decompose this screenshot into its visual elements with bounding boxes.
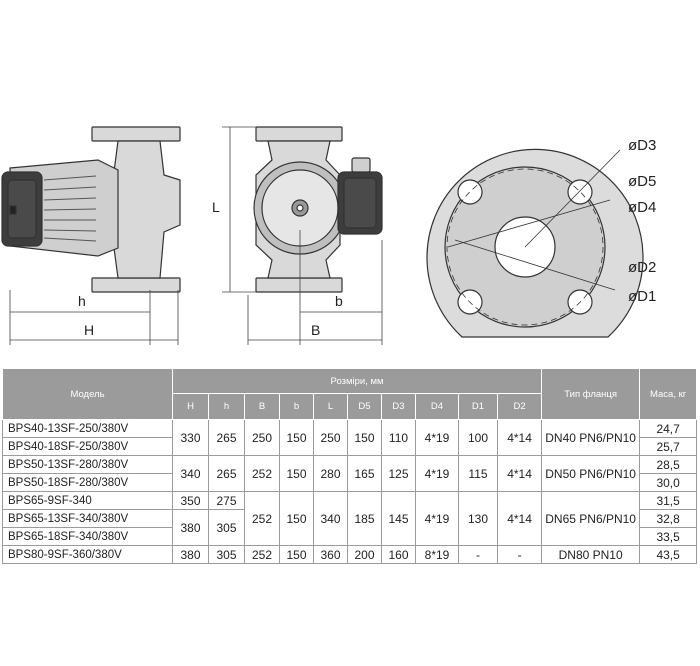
cell-H: 340 xyxy=(172,455,209,492)
cell-D3: 145 xyxy=(381,491,416,546)
cell-H: 330 xyxy=(172,419,209,456)
cell-D1: 115 xyxy=(458,455,498,492)
mass-cell: 25,7 xyxy=(639,437,698,456)
mass-cell: 30,0 xyxy=(639,473,698,492)
table-row: BPS50-18SF-280/380V 30,0 xyxy=(2,473,698,492)
label-d4: øD4 xyxy=(628,199,656,216)
cell-flange: DN50 PN6/PN10 xyxy=(541,455,641,492)
label-d2: øD2 xyxy=(628,259,656,276)
cell-H: 380 xyxy=(172,545,209,564)
cell-L: 280 xyxy=(313,455,348,492)
side-view xyxy=(1,126,181,293)
technical-drawing: h H L b B øD3 øD5 øD4 øD2 øD1 xyxy=(1,126,656,345)
cell-D2: 4*14 xyxy=(496,419,543,456)
header-model: Модель xyxy=(2,368,173,420)
table-row: BPS40-13SF-250/380V 330 265 250 150 250 … xyxy=(2,419,698,456)
header-col-h: h xyxy=(208,393,245,420)
cell-D2: 4*14 xyxy=(496,491,543,546)
header-dimensions: Розміри, мм xyxy=(171,368,543,394)
cell-D5: 165 xyxy=(347,455,382,492)
label-H: H xyxy=(84,322,94,338)
cell-B: 250 xyxy=(244,419,280,456)
cell-D3: 125 xyxy=(381,455,416,492)
model-cell: BPS40-13SF-250/380V xyxy=(2,419,173,438)
cell-D5: 150 xyxy=(347,419,382,456)
model-cell: BPS80-9SF-360/380V xyxy=(2,545,173,564)
model-cell: BPS40-18SF-250/380V xyxy=(2,437,173,456)
cell-flange: DN80 PN10 xyxy=(541,545,641,564)
cell-L: 250 xyxy=(313,419,348,456)
cell-h: 275 xyxy=(208,491,245,510)
cell-flange: DN40 PN6/PN10 xyxy=(541,419,641,456)
mass-cell: 43,5 xyxy=(639,545,698,564)
cell-L: 340 xyxy=(313,491,348,546)
cell-D5: 200 xyxy=(347,545,382,564)
header-col-D2: D2 xyxy=(496,393,543,420)
model-cell: BPS50-13SF-280/380V xyxy=(2,455,173,474)
mass-cell: 24,7 xyxy=(639,419,698,438)
header-mass: Маса, кг xyxy=(639,368,698,420)
header-col-L: L xyxy=(313,393,348,420)
label-d1: øD1 xyxy=(628,288,656,305)
cell-D4: 4*19 xyxy=(415,419,459,456)
cell-D4: 4*19 xyxy=(415,491,459,546)
header-col-B: B xyxy=(244,393,280,420)
table-row: BPS65-9SF-340 350 275 252 150 340 185 14… xyxy=(2,491,698,546)
cell-D3: 110 xyxy=(381,419,416,456)
cell-D1: 130 xyxy=(458,491,498,546)
header-col-H: H xyxy=(172,393,209,420)
cell-H: 350 xyxy=(172,491,209,510)
model-cell: BPS65-13SF-340/380V xyxy=(2,509,173,528)
spec-table: Модель Розміри, мм Тип фланця Маса, кг H… xyxy=(2,368,698,564)
cell-B: 252 xyxy=(244,455,280,492)
table-row: BPS65-13SF-340/380V 380 305 32,8 xyxy=(2,509,698,546)
cell-b: 150 xyxy=(279,455,314,492)
header-col-D4: D4 xyxy=(415,393,459,420)
cell-B: 252 xyxy=(244,545,280,564)
header-col-b: b xyxy=(279,393,314,420)
cell-h: 265 xyxy=(208,455,245,492)
table-row: BPS50-13SF-280/380V 340 265 252 150 280 … xyxy=(2,455,698,492)
label-B: B xyxy=(311,322,320,338)
mass-cell: 32,8 xyxy=(639,509,698,528)
header-col-D5: D5 xyxy=(347,393,382,420)
cell-b: 150 xyxy=(279,419,314,456)
cell-flange: DN65 PN6/PN10 xyxy=(541,491,641,546)
cell-h: 265 xyxy=(208,419,245,456)
cell-h: 305 xyxy=(208,545,245,564)
cell-D4: 4*19 xyxy=(415,455,459,492)
table-row: BPS40-18SF-250/380V 25,7 xyxy=(2,437,698,456)
cell-D1: 100 xyxy=(458,419,498,456)
flange-view xyxy=(426,148,644,338)
cell-D4: 8*19 xyxy=(415,545,459,564)
model-cell: BPS50-18SF-280/380V xyxy=(2,473,173,492)
cell-H: 380 xyxy=(172,509,209,546)
model-cell: BPS65-18SF-340/380V xyxy=(2,527,173,546)
mass-cell: 33,5 xyxy=(639,527,698,546)
cell-D1: - xyxy=(458,545,498,564)
header-col-D3: D3 xyxy=(381,393,416,420)
cell-B: 252 xyxy=(244,491,280,546)
model-cell: BPS65-9SF-340 xyxy=(2,491,173,510)
header-col-D1: D1 xyxy=(458,393,498,420)
cell-b: 150 xyxy=(279,545,314,564)
cell-D5: 185 xyxy=(347,491,382,546)
table-row: BPS80-9SF-360/380V 380 305 252 150 360 2… xyxy=(2,545,698,564)
cell-D2: 4*14 xyxy=(496,455,543,492)
cell-L: 360 xyxy=(313,545,348,564)
mass-cell: 28,5 xyxy=(639,455,698,474)
label-d5: øD5 xyxy=(628,173,656,190)
mass-cell: 31,5 xyxy=(639,491,698,510)
cell-D3: 160 xyxy=(381,545,416,564)
dimension-lines xyxy=(9,126,383,345)
cell-D2: - xyxy=(496,545,543,564)
header-flange-type: Тип фланця xyxy=(541,368,641,420)
label-d3: øD3 xyxy=(628,137,656,154)
cell-h: 305 xyxy=(208,509,245,546)
label-h: h xyxy=(78,293,86,309)
label-L: L xyxy=(212,199,220,215)
front-view xyxy=(253,126,383,293)
cell-b: 150 xyxy=(279,491,314,546)
label-b: b xyxy=(335,293,343,309)
